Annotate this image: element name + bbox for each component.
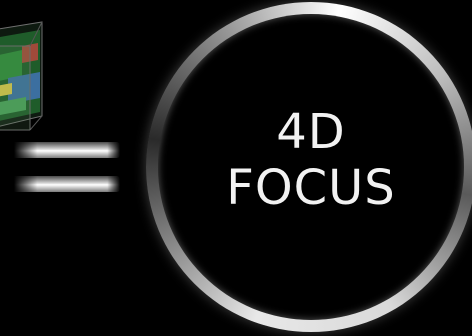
badge-line-2: FOCUS: [158, 160, 464, 216]
focus-badge-text: 4D FOCUS: [158, 104, 464, 216]
video-cube-icon: [0, 16, 46, 140]
badge-line-1: 4D: [158, 104, 464, 160]
focus-ring-inner: 4D FOCUS: [158, 14, 464, 320]
equals-icon-bottom-bar: [14, 176, 120, 192]
equals-icon-top-bar: [14, 142, 120, 158]
focus-ring: 4D FOCUS: [146, 2, 472, 332]
